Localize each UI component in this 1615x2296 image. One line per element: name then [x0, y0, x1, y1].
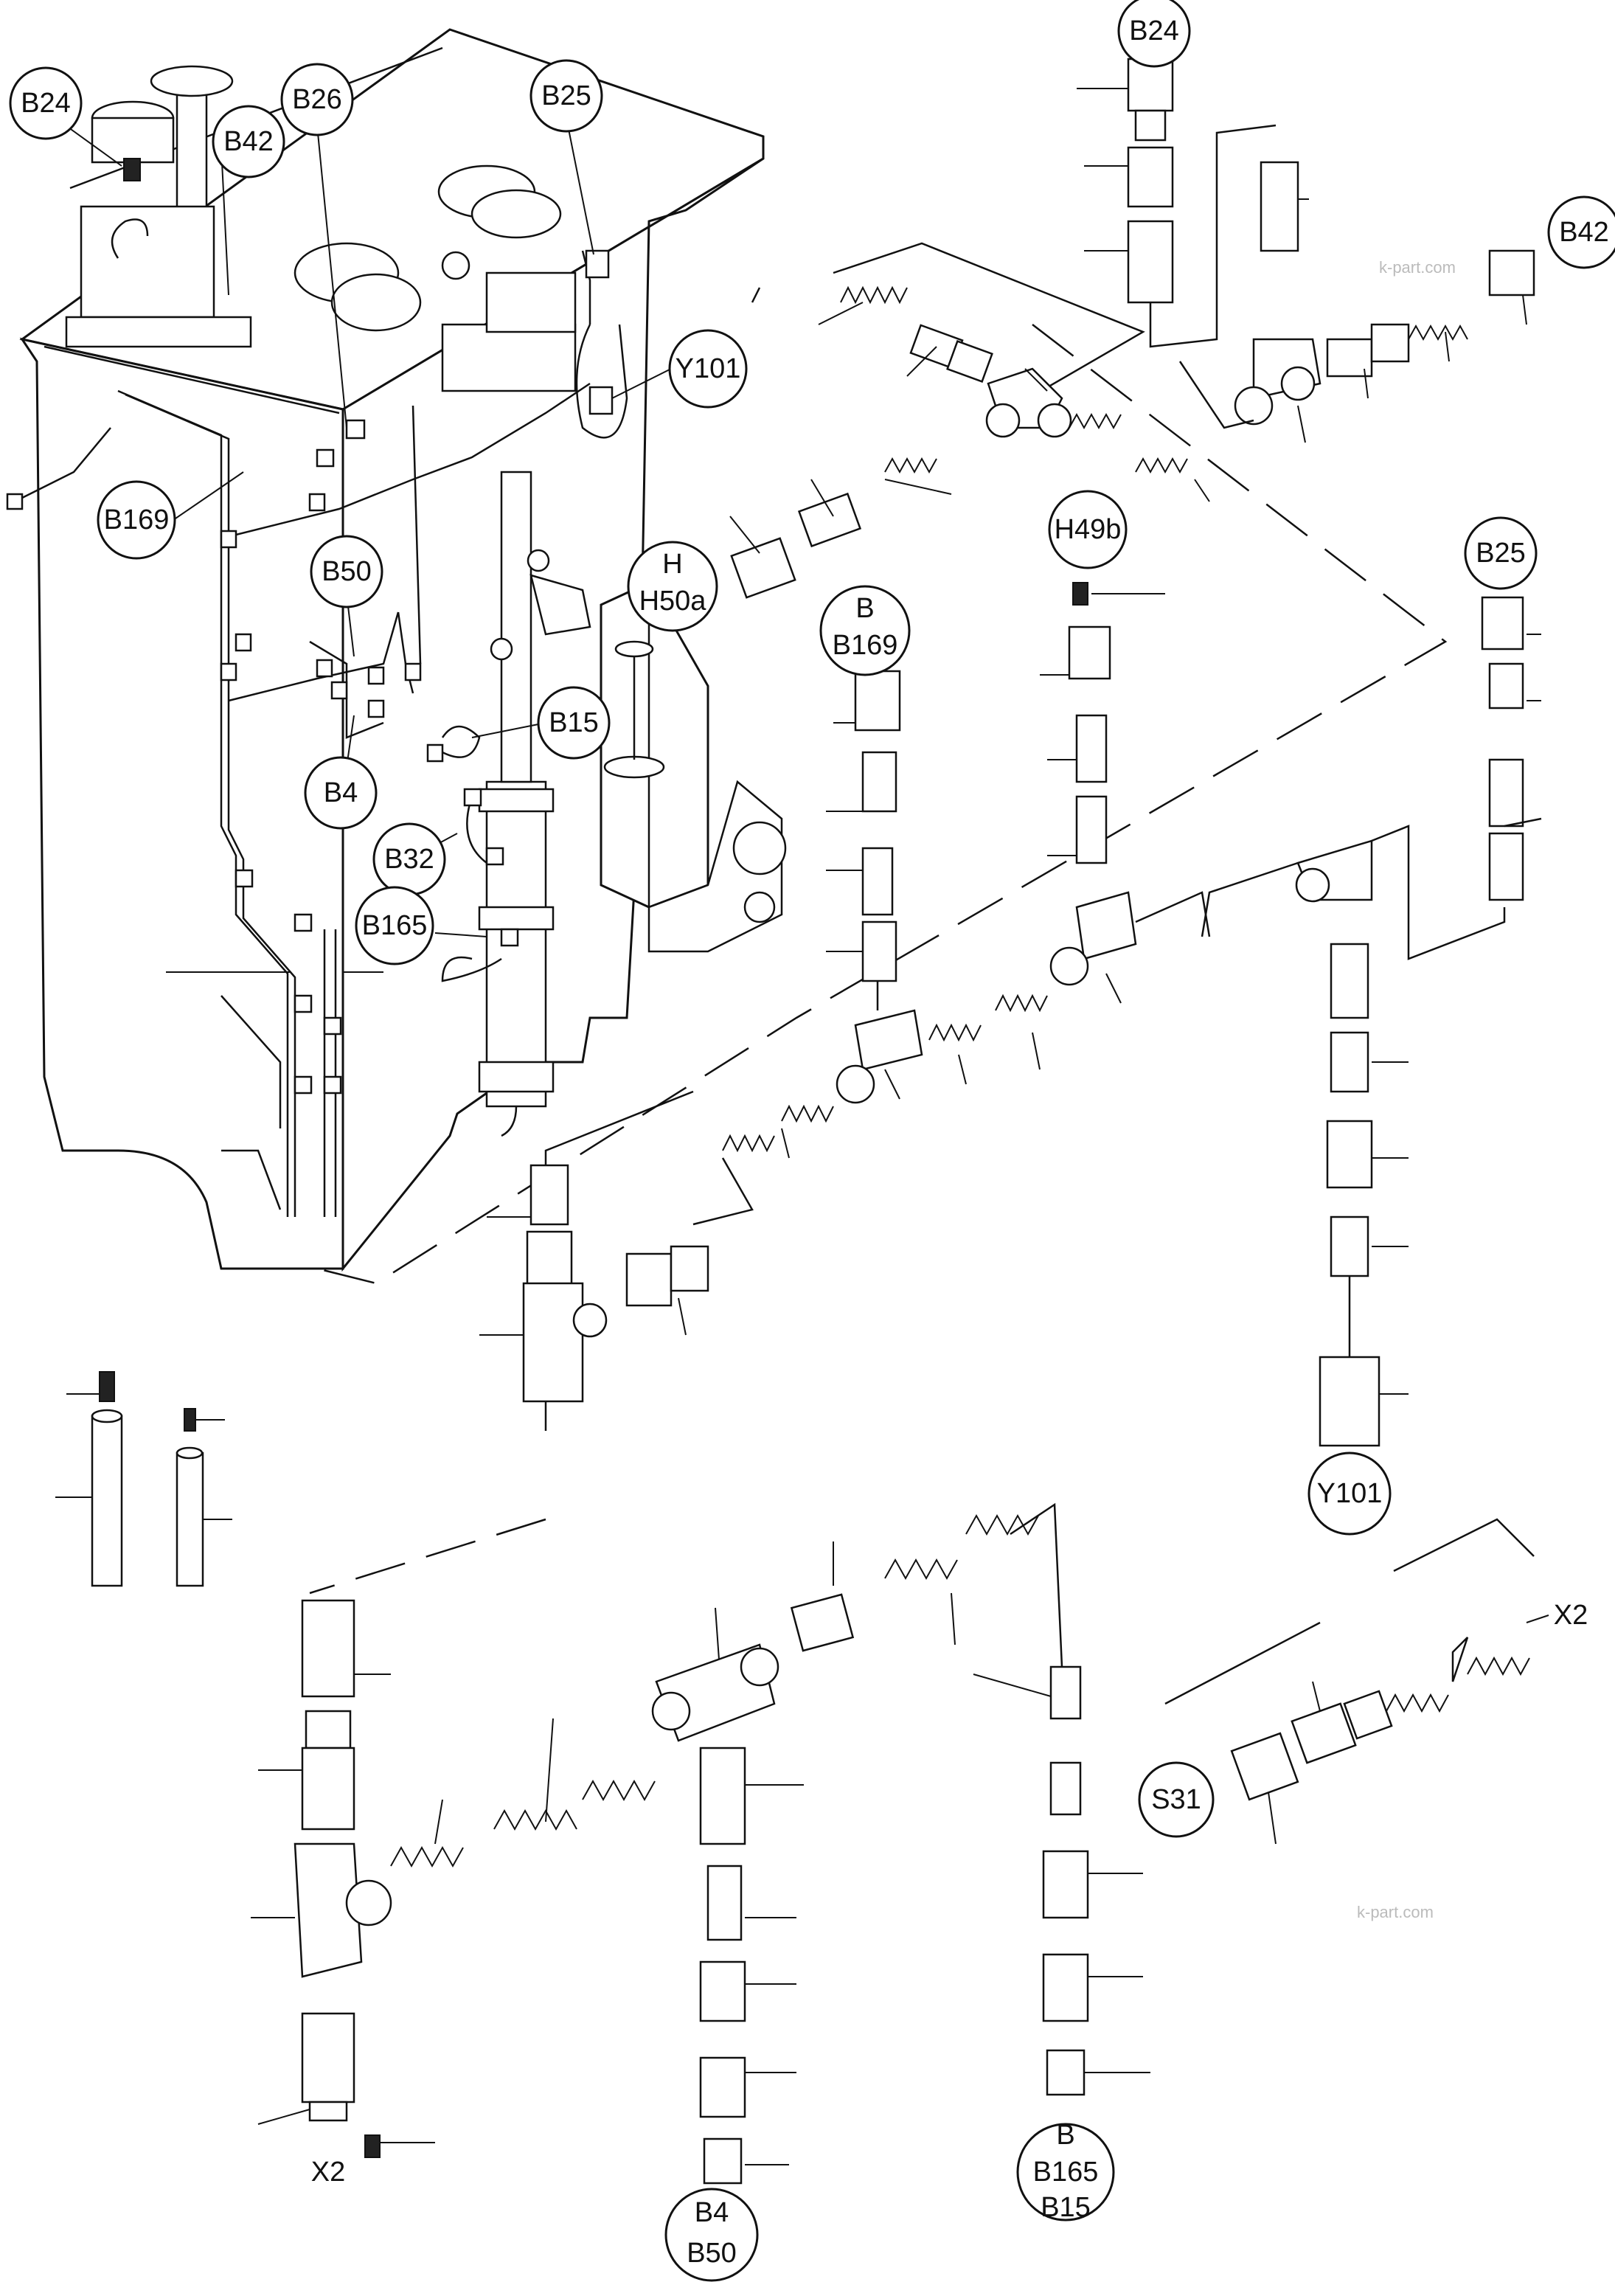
- svg-text:B15: B15: [1041, 2192, 1091, 2223]
- b25-column: [1371, 596, 1542, 960]
- svg-text:B50: B50: [322, 556, 372, 587]
- label-b26: B26: [280, 63, 354, 136]
- svg-text:B: B: [1056, 2120, 1074, 2151]
- svg-text:B165: B165: [1033, 2157, 1099, 2188]
- svg-text:B32: B32: [384, 844, 434, 875]
- label-b15-main: B15: [537, 686, 611, 760]
- center-left-harness: [479, 1090, 709, 1431]
- cable-samples: [55, 1371, 232, 1587]
- watermark: k-part.com: [1357, 1903, 1434, 1921]
- svg-text:B: B: [855, 593, 874, 624]
- watermark: k-part.com: [1379, 258, 1456, 277]
- svg-text:B4: B4: [695, 2197, 729, 2228]
- label-b-b165-b15: B B165 B15: [1016, 2120, 1115, 2223]
- valve-block: [600, 581, 787, 953]
- housing-connectors: [123, 158, 614, 1095]
- svg-text:B15: B15: [549, 707, 599, 738]
- svg-text:B165: B165: [362, 910, 428, 941]
- middle-harness: [692, 582, 1211, 1226]
- label-b24-main: B24: [9, 66, 83, 140]
- label-b25-conn: B25: [1464, 516, 1538, 590]
- svg-text:B42: B42: [1559, 217, 1609, 248]
- svg-text:B24: B24: [21, 88, 71, 119]
- svg-text:B169: B169: [833, 630, 898, 661]
- label-x2-right: X2: [1554, 1600, 1588, 1631]
- housing-harness: [6, 218, 628, 1217]
- s31-harness: [1164, 1518, 1549, 1845]
- svg-text:B4: B4: [324, 777, 358, 808]
- svg-text:B169: B169: [104, 504, 170, 535]
- label-y101-main: Y101: [668, 329, 748, 409]
- top-center-harness: [729, 242, 1210, 599]
- bottom-harness: [251, 1502, 1150, 2185]
- dashed-connection-lines: [309, 287, 1448, 1595]
- label-b42-main: B42: [212, 105, 285, 178]
- label-h49b: H49b: [1048, 490, 1128, 569]
- svg-text:B42: B42: [223, 126, 274, 157]
- label-b50-main: B50: [310, 535, 383, 608]
- label-h-h50a: H H50a: [627, 541, 718, 632]
- svg-text:B25: B25: [541, 80, 591, 111]
- label-x2-bottom: X2: [311, 2157, 345, 2188]
- label-b4-main: B4: [304, 756, 378, 830]
- label-b165-main: B165: [355, 886, 434, 965]
- label-b32: B32: [372, 822, 446, 896]
- svg-text:Y101: Y101: [1317, 1478, 1383, 1509]
- label-b4-b50: B4 B50: [664, 2188, 759, 2282]
- svg-text:S31: S31: [1151, 1784, 1201, 1815]
- label-b169-main: B169: [97, 480, 176, 560]
- label-s31: S31: [1138, 1761, 1215, 1838]
- label-b24-conn: B24: [1117, 0, 1191, 68]
- y101-column: [1201, 839, 1409, 1447]
- svg-text:H49b: H49b: [1055, 514, 1122, 545]
- svg-text:B50: B50: [687, 2238, 737, 2269]
- svg-text:Y101: Y101: [675, 353, 741, 384]
- top-right-harness: [1077, 58, 1535, 443]
- svg-text:B26: B26: [292, 84, 342, 115]
- label-b-b169: B B169: [819, 585, 911, 676]
- svg-text:B24: B24: [1129, 15, 1179, 46]
- label-b25-main: B25: [529, 59, 603, 133]
- svg-text:B25: B25: [1476, 538, 1526, 569]
- svg-text:H50a: H50a: [639, 586, 707, 617]
- svg-text:H: H: [662, 549, 682, 580]
- label-b42-conn: B42: [1547, 195, 1615, 269]
- label-y101-conn: Y101: [1307, 1452, 1392, 1536]
- tank-top-assembly: [65, 65, 577, 392]
